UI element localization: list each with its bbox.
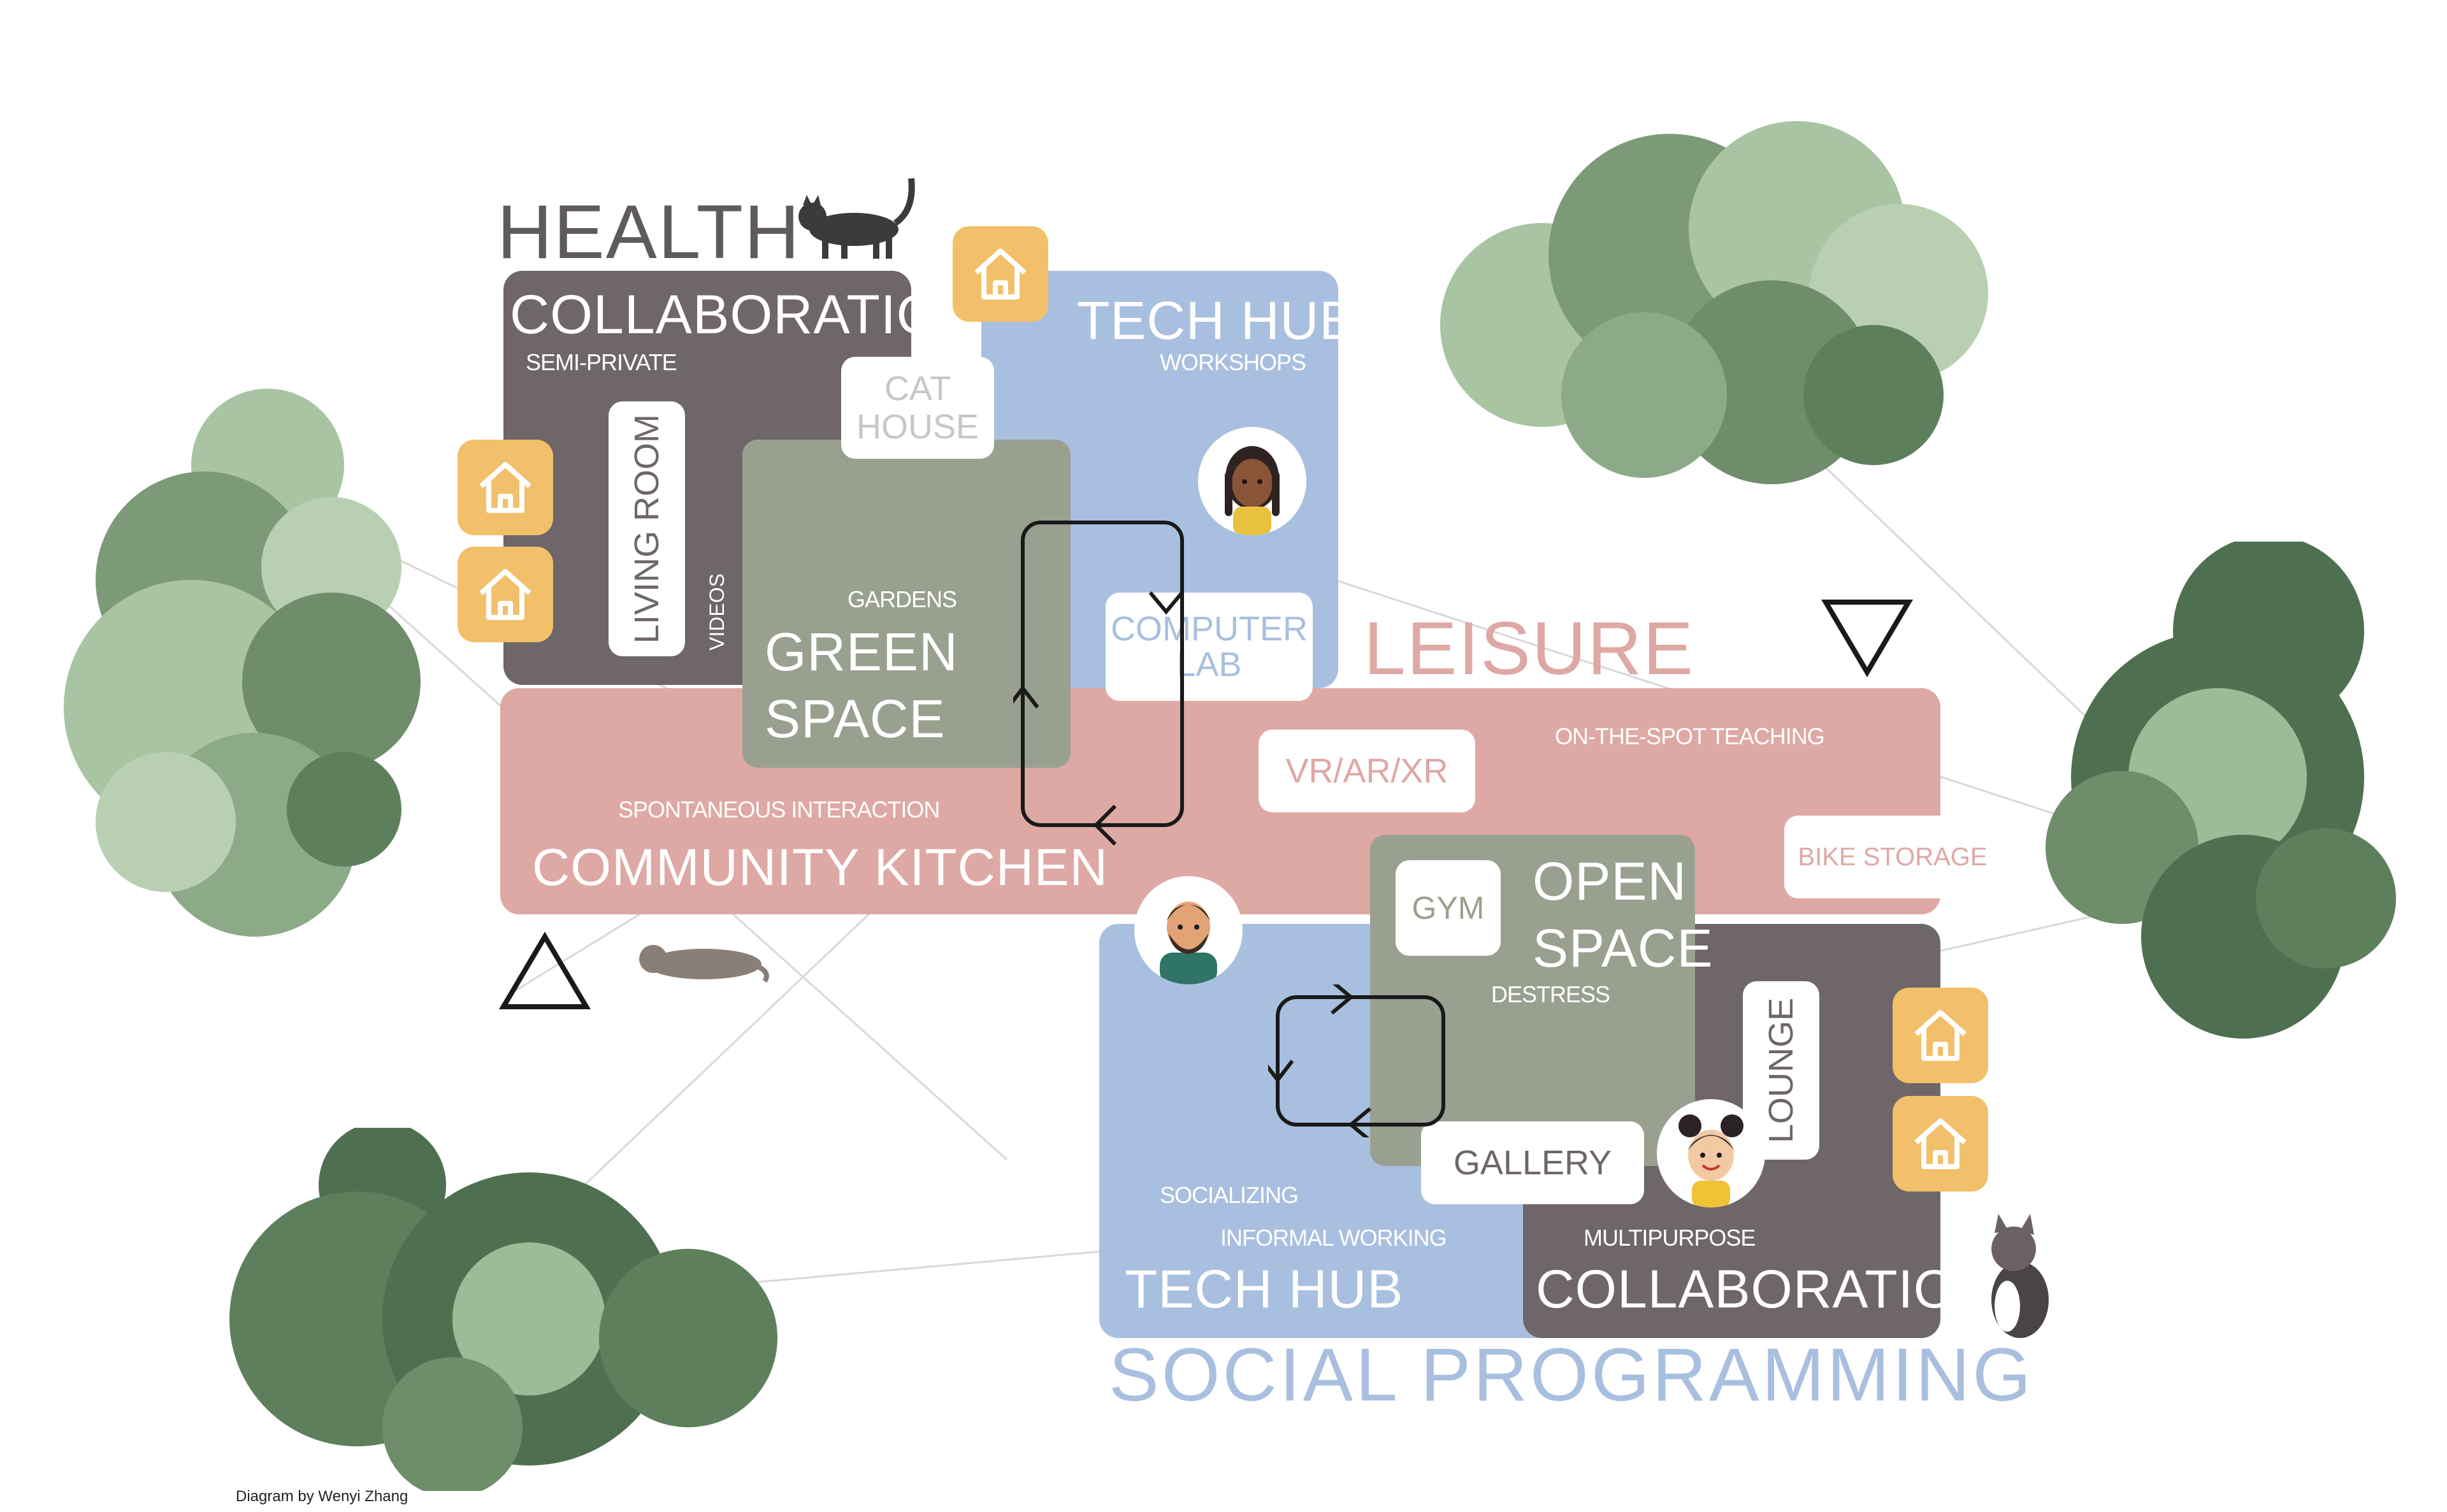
- tree-cluster-bottom-left: [229, 1128, 777, 1491]
- tech-hub-bottom-subtitle1: SOCIALIZING: [1160, 1182, 1299, 1208]
- open-space-subtitle: DESTRESS: [1491, 981, 1610, 1007]
- avatar-man-beard: [1134, 876, 1243, 984]
- health-heading: HEALTH: [497, 189, 801, 275]
- avatar-woman-braids: [1198, 427, 1306, 535]
- circulation-loop-top: [1013, 521, 1184, 846]
- tech-hub-bottom-subtitle2: INFORMAL WORKING: [1220, 1225, 1447, 1251]
- community-kitchen-zone: [500, 688, 1940, 914]
- lounge-label: LOUNGE: [1762, 997, 1800, 1144]
- house-icon: [458, 547, 553, 642]
- cat-house-line1: CAT: [884, 370, 951, 408]
- community-kitchen-subtitle: SPONTANEOUS INTERACTION: [618, 796, 940, 823]
- open-space-title-line2: SPACE: [1533, 918, 1714, 978]
- collaboration-top-subtitle: SEMI-PRIVATE: [526, 349, 677, 375]
- cat-walking-icon: [798, 178, 915, 259]
- bike-storage-label: BIKE STORAGE: [1798, 842, 1988, 871]
- on-the-spot-teaching-label: ON-THE-SPOT TEACHING: [1555, 723, 1825, 749]
- cat-house-tag: CAT HOUSE: [841, 357, 994, 459]
- community-kitchen-title: COMMUNITY KITCHEN: [532, 839, 1108, 896]
- house-icon: [953, 226, 1048, 322]
- living-room-label: LIVING ROOM: [628, 414, 667, 644]
- computer-lab-tag: COMPUTER LAB: [1106, 593, 1313, 701]
- computer-lab-line1: COMPUTER: [1111, 610, 1308, 648]
- cat-house-line2: HOUSE: [856, 408, 979, 446]
- living-room-tag: LIVING ROOM: [609, 401, 685, 656]
- vr-ar-xr-label: VR/AR/XR: [1285, 752, 1448, 790]
- diagram-credit: Diagram by Wenyi Zhang: [236, 1488, 408, 1505]
- gym-label: GYM: [1411, 890, 1485, 926]
- avatar-girl-buns: [1657, 1099, 1765, 1207]
- leisure-heading: LEISURE: [1364, 607, 1694, 691]
- collaboration-bottom-title: COLLABORATION: [1536, 1259, 1995, 1319]
- triangle-down-icon: [1821, 600, 1914, 677]
- collaboration-top-title: COLLABORATION: [510, 284, 980, 345]
- vr-ar-xr-tag: VR/AR/XR: [1259, 730, 1475, 812]
- cat-sitting-icon: [1991, 1214, 2049, 1338]
- house-icon: [1893, 1096, 1988, 1192]
- videos-label: VIDEOS: [705, 573, 728, 651]
- green-space-zone: [742, 440, 1071, 768]
- collaboration-bottom-subtitle: MULTIPURPOSE: [1584, 1225, 1756, 1251]
- triangle-up-icon: [498, 932, 591, 1009]
- tree-cluster-left: [64, 389, 421, 937]
- gallery-tag: GALLERY: [1421, 1121, 1644, 1204]
- green-space-title-line2: SPACE: [765, 689, 946, 749]
- gym-tag: GYM: [1396, 860, 1501, 956]
- videos-tag: VIDEOS: [698, 561, 736, 663]
- bike-storage-tag: BIKE STORAGE: [1784, 816, 2001, 898]
- gallery-label: GALLERY: [1453, 1144, 1612, 1182]
- open-space-title-line1: OPEN: [1533, 851, 1687, 911]
- tech-hub-bottom-title: TECH HUB: [1125, 1259, 1404, 1319]
- cat-lying-icon: [639, 945, 769, 983]
- computer-lab-line2: LAB: [1176, 645, 1242, 684]
- green-space-title-line1: GREEN: [765, 622, 958, 682]
- social-programming-heading: SOCIAL PROGRAMMING: [1109, 1333, 2034, 1417]
- tree-cluster-top-right: [1440, 121, 1988, 484]
- tree-cluster-right: [2046, 542, 2396, 1039]
- green-space-subtitle: GARDENS: [848, 586, 957, 612]
- tech-hub-top-title: TECH HUB: [1077, 291, 1356, 350]
- house-icon: [458, 440, 553, 535]
- circulation-loop-bottom: [1268, 984, 1445, 1137]
- tech-hub-top-subtitle: WORKSHOPS: [1160, 349, 1306, 375]
- house-icon: [1893, 988, 1988, 1083]
